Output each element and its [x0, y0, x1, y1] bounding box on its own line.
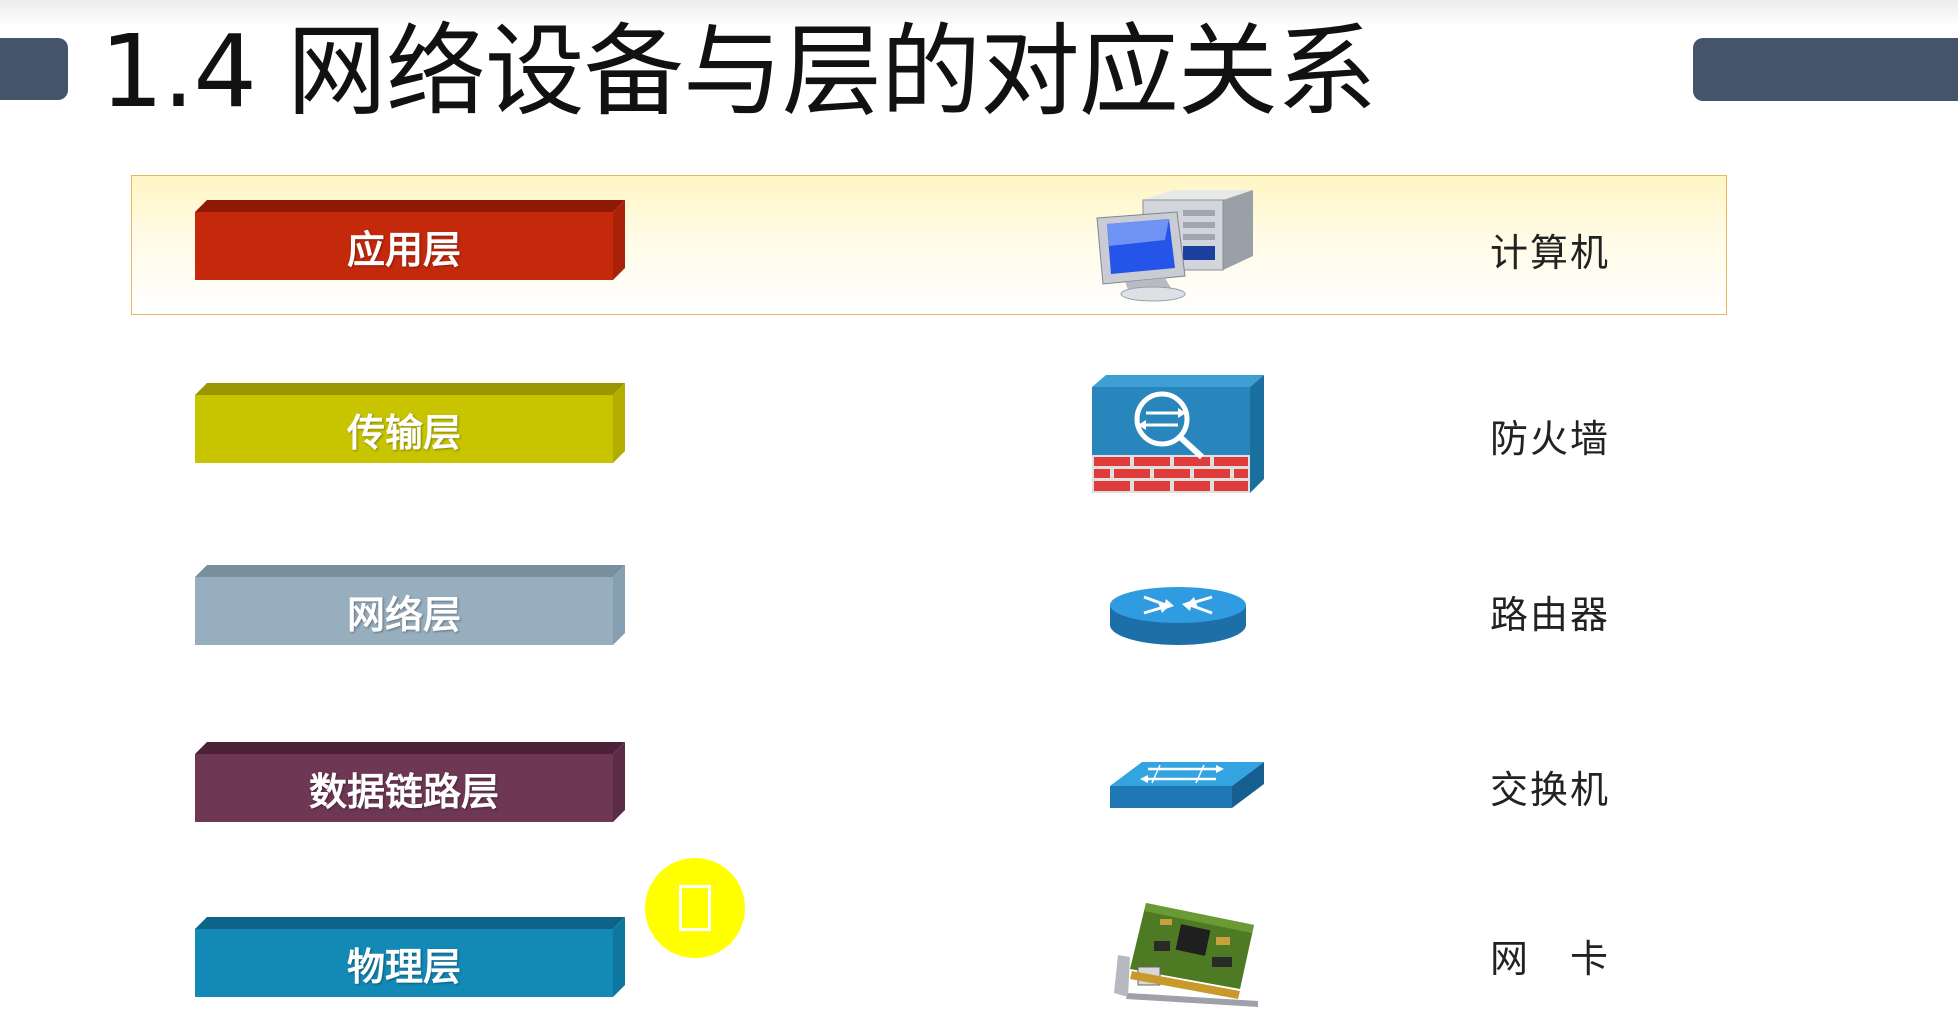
layer-label: 物理层 [346, 943, 461, 989]
layer-block-transport: 传输层 [195, 383, 625, 463]
layer-block-network: 网络层 [195, 565, 625, 645]
device-label-firewall: 防火墙 [1489, 417, 1610, 461]
cursor-highlight-icon [645, 858, 745, 958]
switch-icon [1108, 760, 1266, 816]
router-icon [1108, 585, 1248, 655]
layer-block-data-link: 数据链路层 [195, 742, 625, 822]
layer-label: 数据链路层 [308, 768, 499, 814]
device-label-network-card: 网 卡 [1489, 937, 1610, 981]
layer-label: 传输层 [346, 409, 461, 455]
device-label-computer: 计算机 [1489, 231, 1610, 275]
layer-block-application: 应用层 [195, 200, 625, 280]
decorative-bar-left [0, 38, 68, 100]
device-label-router: 路由器 [1489, 593, 1610, 637]
slide-title: 1.4 网络设备与层的对应关系 [100, 13, 1377, 130]
layer-label: 网络层 [346, 591, 461, 637]
device-label-switch: 交换机 [1489, 768, 1610, 812]
layer-block-physical: 物理层 [195, 917, 625, 997]
cursor-glyph [679, 885, 711, 931]
network-card-icon [1108, 897, 1258, 1011]
firewall-icon [1092, 373, 1264, 502]
layer-label: 应用层 [346, 226, 461, 272]
computer-icon [1095, 188, 1255, 307]
decorative-bar-right [1693, 38, 1958, 101]
